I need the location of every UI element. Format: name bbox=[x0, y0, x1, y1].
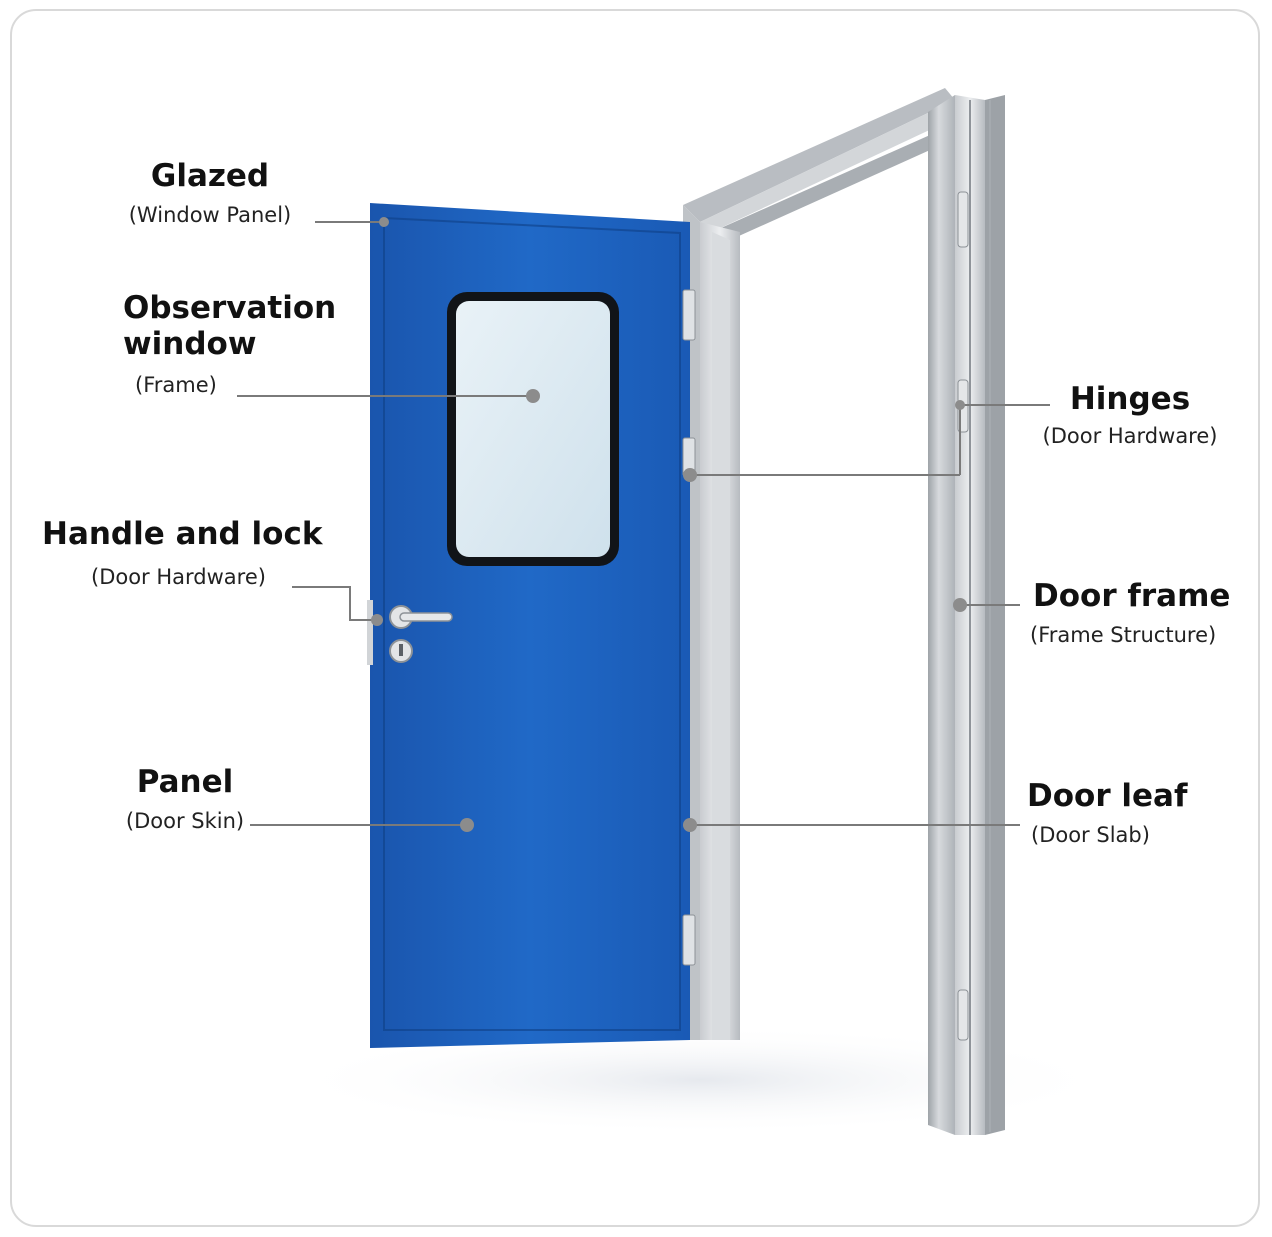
handle-and-lock-subtitle: (Door Hardware) bbox=[91, 565, 266, 589]
observation-window-title-line2: window bbox=[123, 326, 257, 362]
glazed-dot bbox=[379, 217, 389, 227]
leader-dots bbox=[371, 217, 967, 832]
hinges-subtitle: (Door Hardware) bbox=[1042, 424, 1218, 448]
door-frame-dot bbox=[953, 598, 967, 612]
hinges-dot-left bbox=[683, 468, 697, 482]
label-observation-window: Observation window (Frame) bbox=[123, 290, 363, 398]
glazed-title: Glazed bbox=[150, 158, 270, 194]
floor-shadow bbox=[280, 1025, 1120, 1135]
handle-and-lock-title: Handle and lock bbox=[42, 516, 323, 552]
door-leaf-dot bbox=[683, 818, 697, 832]
door-frame-subtitle: (Frame Structure) bbox=[1030, 623, 1217, 647]
panel-dot bbox=[460, 818, 474, 832]
handle-leader-line bbox=[292, 586, 377, 621]
glazed-subtitle: (Window Panel) bbox=[128, 203, 292, 227]
hinges-dot-right bbox=[955, 400, 965, 410]
door-frame bbox=[683, 88, 1005, 1135]
label-hinges: Hinges (Door Hardware) bbox=[1020, 381, 1240, 449]
label-panel: Panel (Door Skin) bbox=[85, 764, 285, 834]
panel-subtitle: (Door Skin) bbox=[125, 809, 245, 833]
label-handle-and-lock: Handle and lock (Door Hardware) bbox=[42, 516, 342, 590]
observation-window bbox=[447, 292, 619, 566]
label-door-leaf: Door leaf (Door Slab) bbox=[1027, 778, 1247, 848]
handle-dot bbox=[371, 614, 383, 626]
label-door-frame: Door frame (Frame Structure) bbox=[1030, 578, 1260, 648]
observation-window-subtitle: (Frame) bbox=[135, 373, 217, 397]
hinges-title: Hinges bbox=[1069, 381, 1191, 417]
leader-lines bbox=[237, 221, 1050, 826]
handle-and-lock bbox=[367, 600, 453, 665]
observation-window-dot bbox=[526, 389, 540, 403]
door-leaf-subtitle: (Door Slab) bbox=[1031, 823, 1150, 847]
door-frame-title: Door frame bbox=[1033, 578, 1231, 614]
label-glazed: Glazed (Window Panel) bbox=[100, 158, 320, 228]
observation-window-title-line1: Observation bbox=[123, 290, 337, 326]
door-leaf-title: Door leaf bbox=[1027, 778, 1188, 814]
panel-title: Panel bbox=[136, 764, 234, 800]
